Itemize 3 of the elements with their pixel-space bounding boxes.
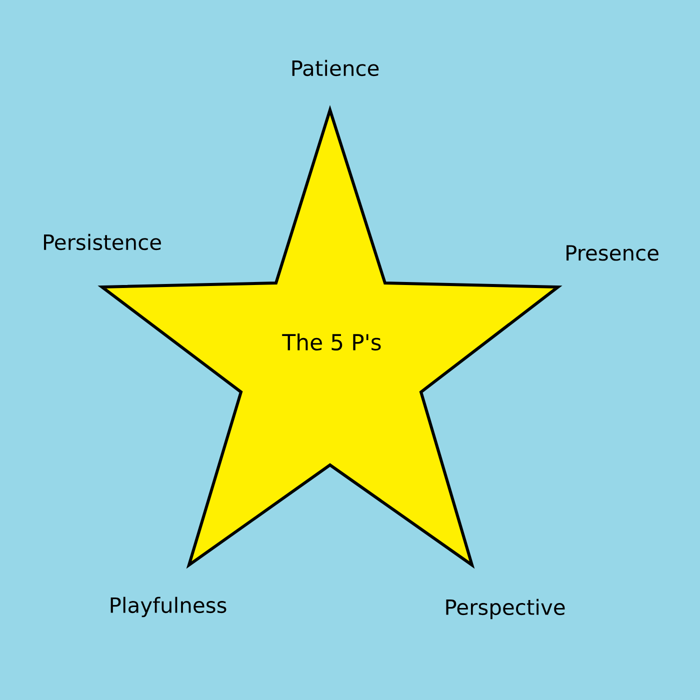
point-label: Patience [292,60,379,76]
point-label: Perspective [446,598,565,620]
point-label: Playfulness [110,596,226,618]
